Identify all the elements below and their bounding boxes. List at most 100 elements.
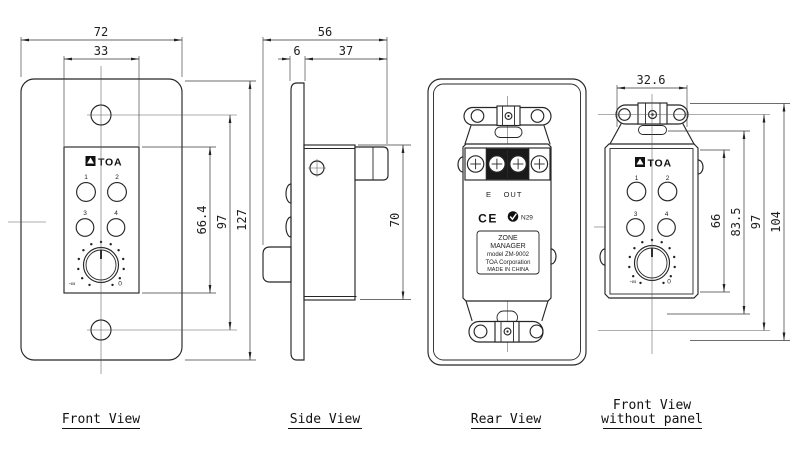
dim-overall-height: 104 <box>690 103 790 341</box>
plate-rear-outer <box>427 78 587 366</box>
button-3 <box>626 218 645 237</box>
knob-scale-dots <box>77 240 125 287</box>
dim-overall-height: 127 <box>185 80 256 361</box>
button-4 <box>106 218 126 237</box>
nameplate-line-3: model ZM-9002 <box>487 252 530 258</box>
knob-max-label: 0 <box>667 279 671 286</box>
dim-text-66: 66 <box>709 214 723 228</box>
button-4-label: 4 <box>114 210 118 217</box>
button-2 <box>657 181 678 202</box>
nameplate-line-1: ZONE <box>498 235 518 242</box>
zone-buttons: 1 2 3 4 <box>75 174 127 237</box>
nameplate: ZONE MANAGER model ZM-9002 TOA Corporati… <box>476 230 540 275</box>
terminal-e-label: E <box>486 190 492 199</box>
dim-panel-offset-and-body-depth: 6 37 <box>278 44 388 81</box>
terminal-block <box>464 147 551 181</box>
knob-side-profile <box>262 246 292 283</box>
bracket-hole-left <box>473 324 488 339</box>
caption-line-1: Front View <box>613 398 691 413</box>
knob-min-label: -∞ <box>69 281 76 288</box>
front-view: TOA 1 2 3 4 -∞ <box>8 25 256 429</box>
rear-view-caption: Rear View <box>471 412 542 427</box>
dim-panel-height: 66 <box>700 149 730 293</box>
plate-rear-inner <box>433 83 581 361</box>
terminal-block-side <box>354 146 389 181</box>
dim-text-97: 97 <box>749 215 763 229</box>
dim-overall-width: 72 <box>20 25 183 77</box>
knob-min-label: -∞ <box>630 279 637 286</box>
body-inner-face <box>609 148 694 295</box>
brand-text: TOA <box>648 158 672 170</box>
button-bump-top <box>285 183 292 204</box>
dim-text-32-6: 32.6 <box>637 73 666 87</box>
ctick-mark: N29 <box>507 211 533 222</box>
volume-knob: -∞ 0 <box>69 240 125 288</box>
dim-text-72: 72 <box>94 25 108 39</box>
bracket-slot <box>638 125 667 135</box>
bracket-slot <box>494 126 523 138</box>
dim-slot-spacing: 83.5 <box>667 130 750 315</box>
front-view-caption: Front View <box>62 412 140 427</box>
dim-hole-spacing: 97 <box>749 114 766 331</box>
dim-text-127: 127 <box>235 209 249 231</box>
dim-hole-spacing: 97 <box>215 114 232 331</box>
dim-bracket-width: 32.6 <box>616 73 688 127</box>
body-right-bump <box>697 159 704 175</box>
bottom-mounting-bracket <box>465 300 549 343</box>
button-4 <box>657 218 676 237</box>
toa-logo: TOA <box>635 157 672 170</box>
dim-text-70: 70 <box>388 213 402 227</box>
button-1 <box>626 181 647 202</box>
button-3-label: 3 <box>83 210 87 217</box>
knob-max-label: 0 <box>118 281 122 288</box>
control-panel-outline <box>63 146 140 294</box>
side-view-caption: Side View <box>290 412 361 427</box>
nameplate-line-4: TOA Corporation <box>486 260 531 266</box>
dim-panel-height: 66.4 <box>142 146 216 294</box>
caption-line-2: without panel <box>601 412 703 427</box>
terminal-screws <box>466 155 549 173</box>
dim-text-97: 97 <box>215 215 229 229</box>
terminal-out-label: OUT <box>504 190 523 199</box>
bracket-hole-right <box>530 109 545 123</box>
zone-buttons: 1 2 3 4 <box>626 175 678 237</box>
nameplate-line-5: MADE IN CHINA <box>487 267 529 273</box>
body-right-bump <box>550 248 557 265</box>
side-view: 56 6 37 70 Side View <box>262 25 411 429</box>
body-side-profile <box>303 144 356 301</box>
dim-text-56: 56 <box>318 25 332 39</box>
button-2-label: 2 <box>666 175 670 182</box>
brand-text: TOA <box>98 157 122 169</box>
body-outline <box>604 143 699 299</box>
button-4-label: 4 <box>665 211 669 218</box>
button-2-label: 2 <box>115 174 119 181</box>
dim-text-6: 6 <box>293 44 300 58</box>
ce-mark: CE <box>478 212 498 226</box>
nameplate-line-2: MANAGER <box>490 243 525 250</box>
dim-panel-width: 33 <box>63 44 140 146</box>
dim-text-104: 104 <box>769 211 783 233</box>
knob-scale-dots <box>628 238 676 285</box>
bracket-hole-left <box>470 109 485 123</box>
plate-side-profile <box>290 82 305 361</box>
body-left-bump <box>599 248 606 266</box>
button-3-label: 3 <box>634 211 638 218</box>
toa-logo: TOA <box>85 156 122 169</box>
dim-body-height: 70 <box>358 144 411 300</box>
dim-overall-depth: 56 <box>262 25 388 245</box>
rear-view: E OUT CE N29 ZONE MANAGER model ZM-9002 … <box>427 78 587 429</box>
top-mounting-bracket <box>463 105 552 145</box>
wall-plate-outline <box>20 78 183 361</box>
button-2 <box>107 182 127 202</box>
button-bump-bottom <box>285 216 292 238</box>
dim-text-37: 37 <box>339 44 353 58</box>
button-3 <box>75 218 95 237</box>
dim-text-66-4: 66.4 <box>195 206 209 235</box>
dim-text-33: 33 <box>94 44 108 58</box>
dim-text-83-5: 83.5 <box>729 208 743 237</box>
bracket-hole-right <box>529 324 544 339</box>
button-1 <box>76 182 96 202</box>
body-left-bump <box>457 156 464 173</box>
